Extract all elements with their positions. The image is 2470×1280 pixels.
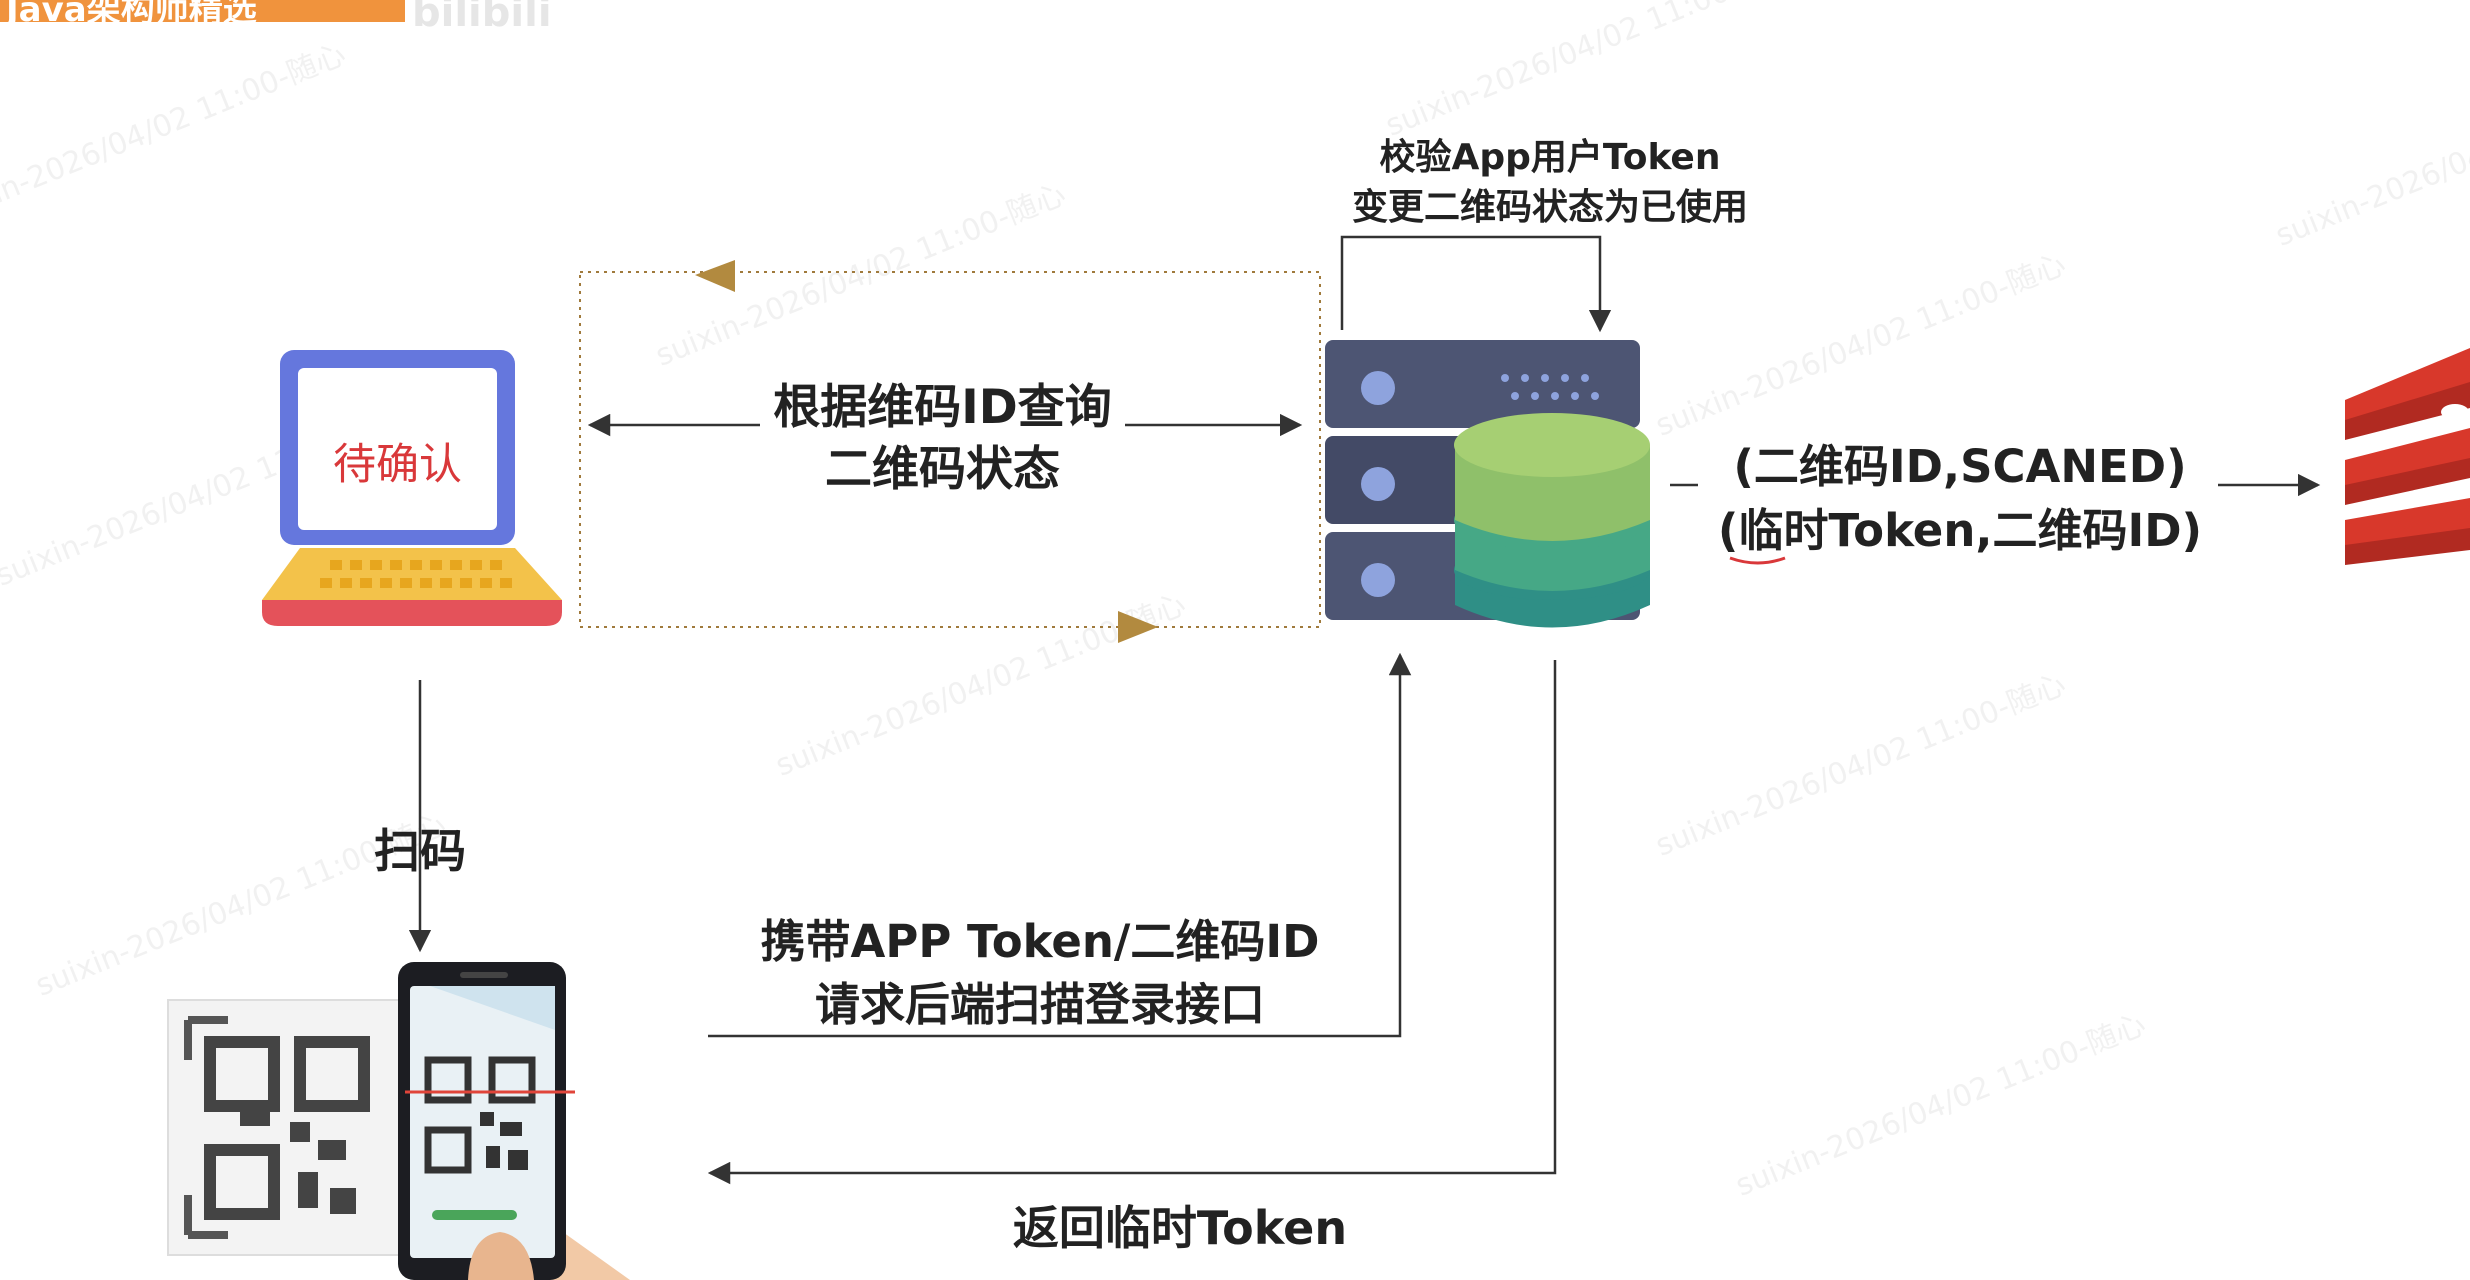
redis-key-line2: (临时Token,二维码ID) [1717,504,2203,557]
server-database-icon [1325,340,1650,628]
phone-progress-bar [432,1210,517,1220]
request-label-line2: 请求后端扫描登录接口 [814,978,1265,1031]
polling-arrow-left [695,260,735,292]
phone-screen-qr [424,1056,536,1174]
return-token-arrow [707,660,1557,1185]
banner-text: Java架构师精选 [6,0,257,22]
server-note-line2: 变更二维码状态为已使用 [1351,187,1748,228]
redis-key-line1: (二维码ID,SCANED) [1733,440,2187,493]
scan-label: 扫码 [374,824,466,878]
bilibili-logo: bilibili [412,0,552,36]
laptop-icon [262,350,562,626]
request-label-line1: 携带APP Token/二维码ID [760,915,1320,968]
annotation-underline [1729,556,1786,565]
return-token-label: 返回临时Token [1012,1201,1348,1255]
phone-qr-scan-icon [167,962,630,1280]
bilibili-logo-mark: bilibili [412,0,552,36]
request-arrow [708,652,1412,1038]
laptop-keyboard [320,560,512,588]
polling-loop [579,260,1321,643]
laptop-status-label: 待确认 [333,440,462,490]
redis-icon [2345,348,2470,565]
server-self-loop-arrow [1340,235,1612,333]
banner: Java架构师精选 [0,0,405,22]
query-label-line1: 根据维码ID查询 [773,380,1112,435]
thumb [468,1232,534,1280]
polling-arrow-right [1118,611,1158,643]
qr-code-paper [167,999,429,1256]
query-label-line2: 二维码状态 [825,442,1060,497]
server-note-line1: 校验App用户Token [1379,137,1721,178]
